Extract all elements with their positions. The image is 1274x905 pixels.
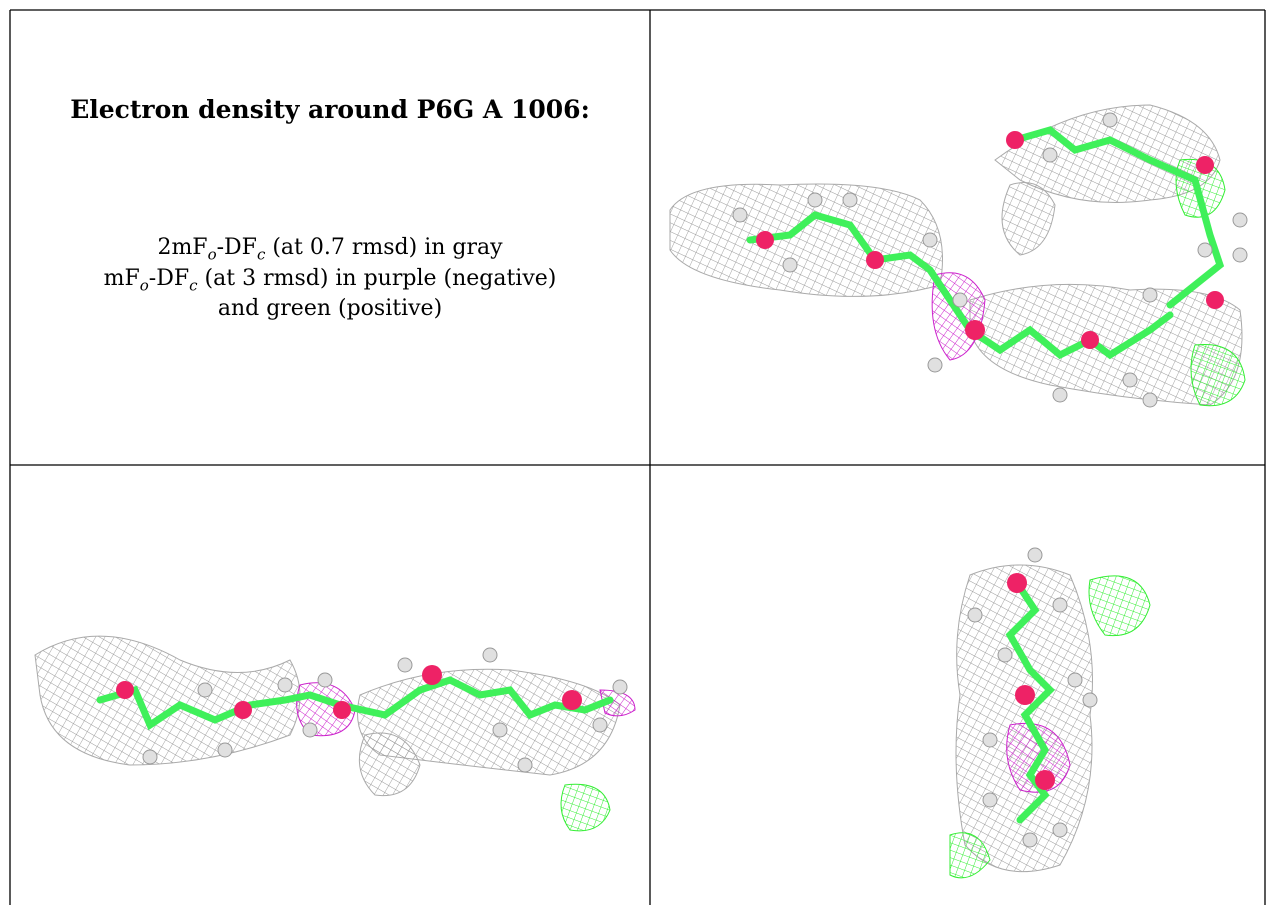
caption-line-2fofc: 2mFo-DFc (at 0.7 rmsd) in gray — [157, 235, 503, 264]
molecule-density-render-icon — [949, 547, 1151, 879]
molecule-density-render-icon — [669, 104, 1248, 408]
caption-line-fofc: mFo-DFc (at 3 rmsd) in purple (negative) — [103, 266, 557, 295]
caption-cell: Electron density around P6G A 1006: 2mFo… — [10, 10, 650, 465]
caption-title: Electron density around P6G A 1006: — [70, 95, 590, 124]
caption-line-colors: and green (positive) — [217, 296, 443, 321]
view-bottom-left — [10, 465, 650, 905]
view-bottom-right — [650, 465, 1265, 905]
molecule-density-render-icon — [34, 635, 636, 832]
view-top-right — [650, 10, 1265, 465]
